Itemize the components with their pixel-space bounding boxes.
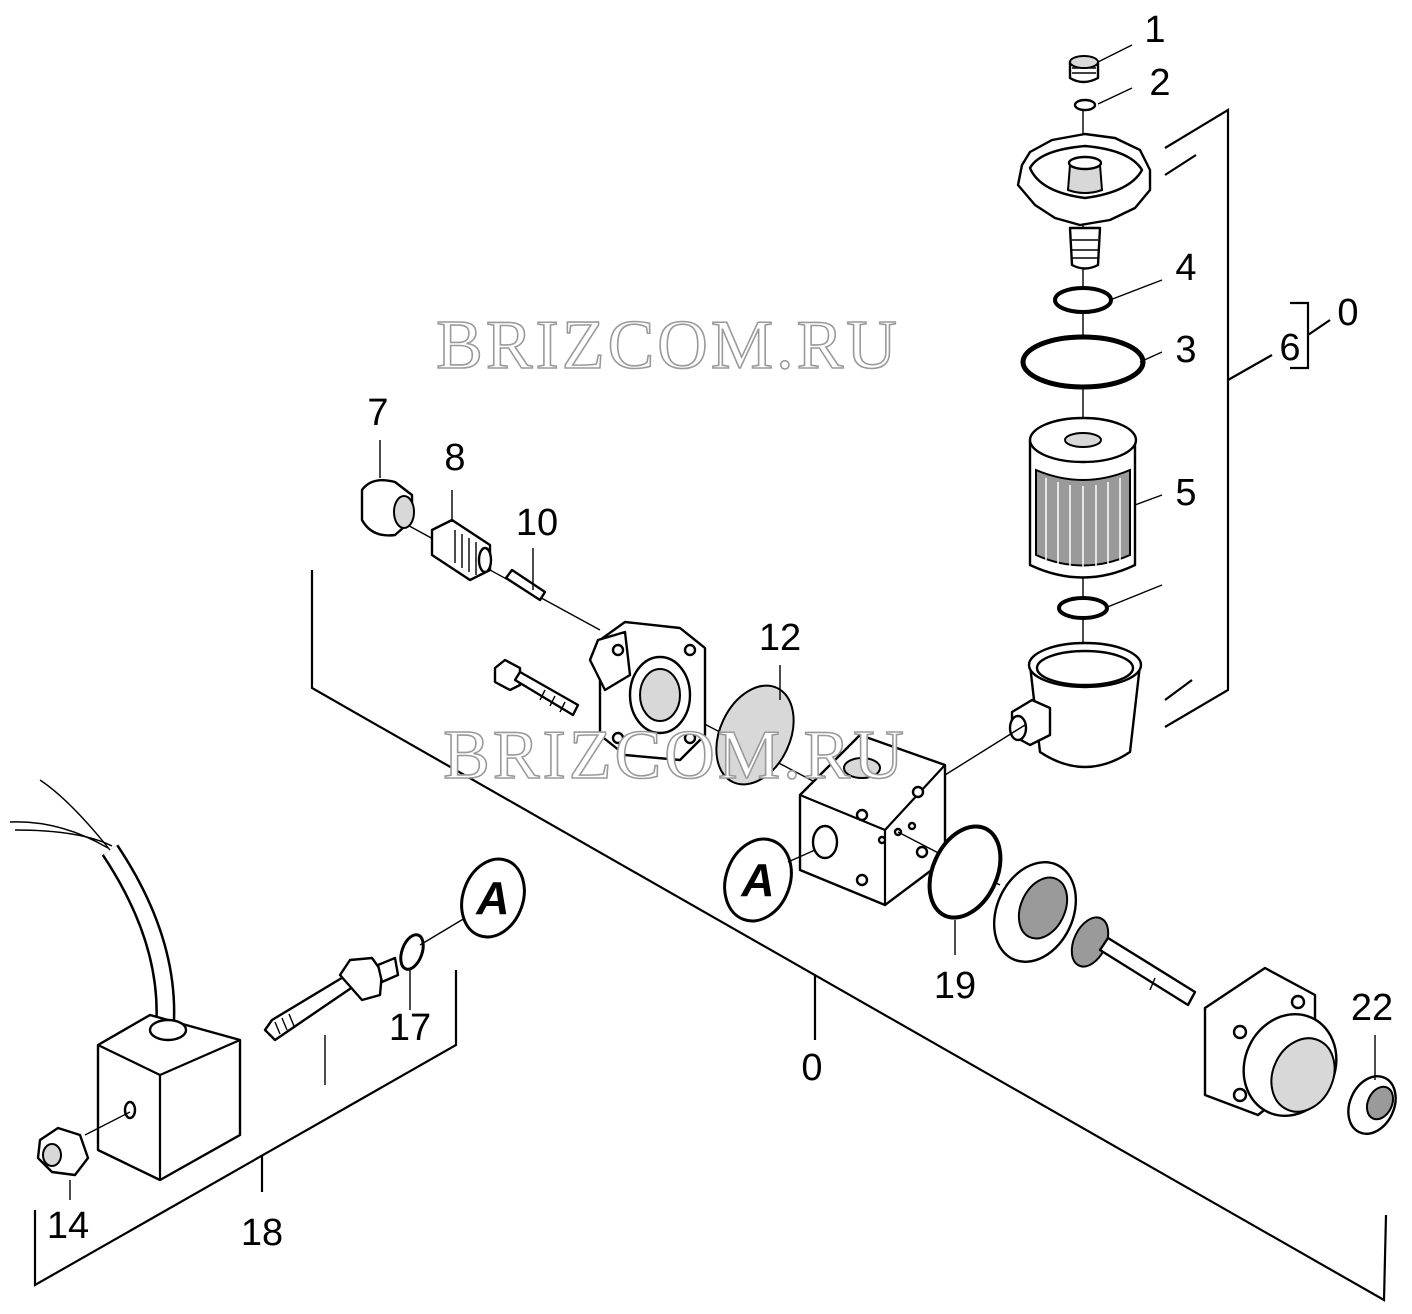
- callout-8: 8: [444, 437, 465, 479]
- callout-leaders: [69, 44, 1376, 1200]
- callout-6: 6: [1279, 327, 1300, 369]
- group-bracket-6: [1164, 108, 1273, 728]
- callout-10: 10: [516, 502, 558, 544]
- callout-labels: 1 2 4 3 5 6 0 7 8 10 12 0 19 22 17 14 18: [47, 9, 1393, 1254]
- reference-marker-a-center: A: [723, 837, 816, 923]
- vent-screw-part: [1068, 55, 1100, 84]
- marker-a-left-label: A: [475, 872, 509, 924]
- gear-ring-part: [992, 861, 1078, 963]
- callout-18: 18: [241, 1212, 283, 1254]
- filter-cap-knob-part: [1016, 132, 1152, 270]
- watermark-middle: BRIZCOM.RU: [443, 717, 907, 794]
- callout-14: 14: [47, 1205, 89, 1247]
- valve-housing-part: [588, 620, 707, 762]
- diaphragm-part: [715, 684, 795, 786]
- callout-5: 5: [1175, 472, 1196, 514]
- group-bracket-0-main: [310, 570, 1388, 1302]
- flange-housing-part: [1203, 966, 1338, 1118]
- callout-1: 1: [1144, 9, 1165, 51]
- o-ring-19-part: [927, 824, 1003, 920]
- filter-stack: [1008, 55, 1152, 769]
- callout-2: 2: [1149, 62, 1170, 104]
- bolt-part: [493, 658, 580, 717]
- pump-block-part: [798, 733, 1001, 907]
- gear-shaft-part: [1070, 916, 1197, 1007]
- filter-bowl-part: [1008, 641, 1143, 769]
- callout-0-top: 0: [1337, 292, 1358, 334]
- callout-4: 4: [1175, 247, 1196, 289]
- reference-marker-a-left: A: [460, 857, 526, 939]
- small-seal-part: [1073, 98, 1097, 112]
- callout-12: 12: [759, 617, 801, 659]
- nut-part: [36, 1126, 90, 1177]
- callout-19: 19: [934, 965, 976, 1007]
- callout-0-main: 0: [801, 1047, 822, 1089]
- callout-22: 22: [1351, 987, 1393, 1029]
- bearing-part: [1347, 1075, 1397, 1135]
- group-bracket-0-top: [1290, 301, 1331, 370]
- callout-17: 17: [389, 1007, 431, 1049]
- valve-cap-part: [360, 479, 415, 537]
- check-valve-assembly: [360, 479, 1026, 791]
- callout-3: 3: [1175, 329, 1196, 371]
- marker-a-center-label: A: [740, 854, 774, 906]
- group-bracket-18: [33, 970, 458, 1287]
- o-ring-part: [1053, 286, 1113, 314]
- filter-element-part: [1028, 416, 1138, 579]
- sensor-assembly: [9, 779, 466, 1182]
- lower-o-ring-part: [1057, 596, 1109, 620]
- pin-part: [504, 568, 547, 602]
- valve-insert-part: [430, 518, 493, 582]
- large-o-ring-part: [1020, 334, 1146, 390]
- callout-7: 7: [367, 392, 388, 434]
- watermark-top: BRIZCOM.RU: [436, 307, 900, 384]
